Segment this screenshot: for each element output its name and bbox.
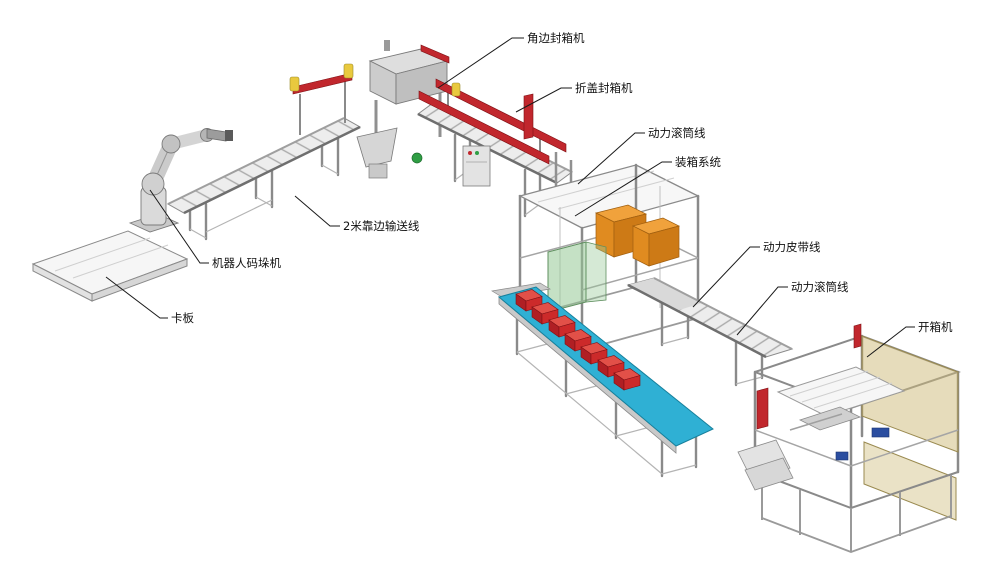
carton-box — [632, 217, 680, 267]
product-belt-conveyor — [497, 286, 714, 478]
guard-panel — [585, 241, 607, 303]
outfeed-conveyor — [626, 277, 794, 387]
pneumatic-cylinder — [451, 82, 461, 97]
leader-line — [577, 132, 645, 185]
case-packing-machine — [491, 163, 701, 352]
leader-line — [294, 195, 340, 227]
leader-line — [574, 161, 672, 217]
label-robot-palletizer: 机器人码垛机 — [212, 256, 281, 270]
label-power-roller-line-top: 动力滚筒线 — [648, 126, 706, 140]
label-corner-edge-sealer: 角边封箱机 — [527, 31, 585, 45]
flap-fold-sealer-machine — [418, 78, 567, 165]
roller-section — [676, 303, 792, 357]
glue-hopper — [356, 127, 398, 168]
label-pallet: 卡板 — [171, 311, 194, 325]
pallet-board — [31, 230, 189, 302]
annotation-robot-palletizer: 机器人码垛机 — [149, 189, 281, 270]
vacuum-unit — [871, 427, 890, 438]
leader-line — [515, 87, 572, 113]
leader-line — [692, 246, 760, 308]
leader-line — [105, 276, 168, 319]
annotation-power-roller-line-top: 动力滚筒线 — [577, 126, 706, 185]
leader-line — [149, 189, 209, 264]
sealer-rail — [418, 90, 550, 165]
leader-line — [437, 37, 524, 89]
annotation-power-roller-line-right: 动力滚筒线 — [736, 280, 849, 336]
robot-elbow-joint — [161, 134, 181, 154]
robot-palletizer-machine — [128, 128, 233, 233]
annotation-pallet: 卡板 — [105, 276, 194, 325]
label-power-roller-line-right: 动力滚筒线 — [791, 280, 849, 294]
belt-section — [628, 278, 702, 311]
side-clamp-beam — [292, 72, 353, 95]
leader-line — [866, 326, 915, 358]
annotation-case-erector: 开箱机 — [866, 320, 953, 358]
annotation-power-belt-line: 动力皮带线 — [692, 240, 821, 308]
pneumatic-cylinder — [289, 76, 300, 92]
annotation-case-packing-system: 装箱系统 — [574, 155, 721, 217]
sealer-rail — [435, 78, 567, 153]
leader-line — [736, 286, 788, 336]
label-case-packing-system: 装箱系统 — [675, 155, 721, 169]
pneumatic-cylinder — [343, 63, 354, 79]
annotations: 角边封箱机 折盖封箱机 动力滚筒线 装箱系统 动力皮带线 动力滚筒线 开箱机 — [105, 31, 953, 358]
control-cabinet — [462, 145, 491, 187]
label-case-erector: 开箱机 — [918, 320, 953, 334]
annotation-edge-conveyor-2m: 2米靠边输送线 — [294, 195, 420, 233]
robot-shoulder-joint — [141, 172, 165, 196]
sealing-machines — [289, 40, 573, 218]
edge-conveyor-machine — [166, 117, 362, 241]
label-power-belt-line: 动力皮带线 — [763, 240, 821, 254]
corner-edge-sealer-machine — [368, 40, 450, 152]
tan-guard-panel — [863, 441, 957, 521]
case-erector-machine — [737, 323, 961, 553]
label-edge-conveyor-2m: 2米靠边输送线 — [343, 219, 420, 233]
indicator-light — [411, 152, 423, 164]
annotation-flap-fold-sealer: 折盖封箱机 — [515, 81, 633, 113]
annotation-corner-edge-sealer: 角边封箱机 — [437, 31, 585, 89]
label-flap-fold-sealer: 折盖封箱机 — [575, 81, 633, 95]
